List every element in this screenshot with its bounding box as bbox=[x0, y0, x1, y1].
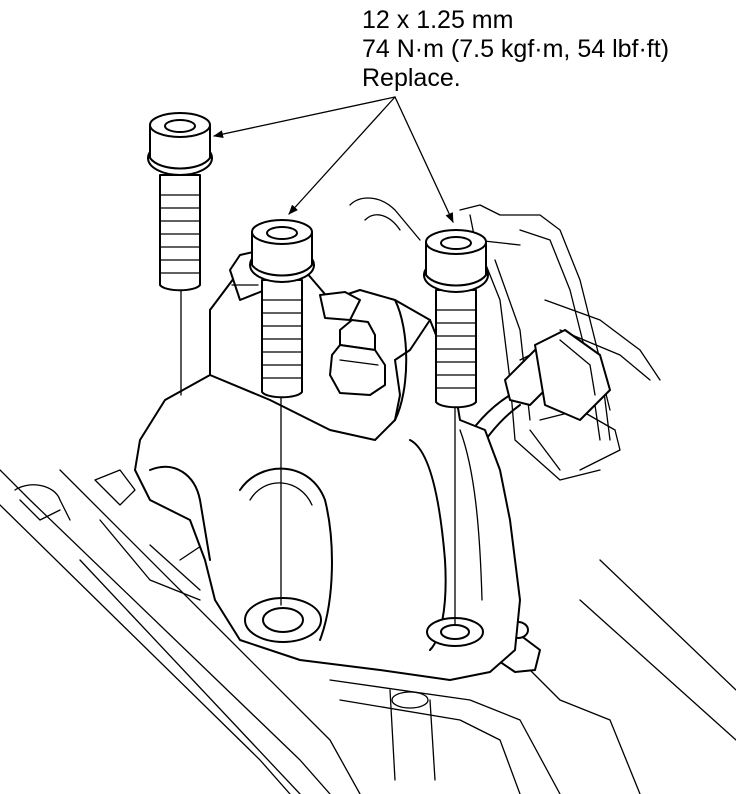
engine-mount-body bbox=[134, 249, 521, 681]
bolt-center bbox=[249, 219, 315, 399]
torque-value-label: 74 N·m (7.5 kgf·m, 54 lbf·ft) bbox=[362, 35, 670, 63]
frame-rails bbox=[0, 469, 736, 794]
bolt-left bbox=[147, 112, 213, 292]
replace-note: Replace. bbox=[362, 64, 461, 92]
sensor-harness bbox=[428, 329, 611, 673]
bolt-axis-lines bbox=[180, 284, 456, 626]
bolt-right bbox=[423, 229, 489, 409]
bolt-size-label: 12 x 1.25 mm bbox=[362, 6, 514, 34]
callout-leader-arrows bbox=[213, 96, 454, 223]
torque-spec-callout: 12 x 1.25 mm 74 N·m (7.5 kgf·m, 54 lbf·f… bbox=[362, 6, 669, 93]
